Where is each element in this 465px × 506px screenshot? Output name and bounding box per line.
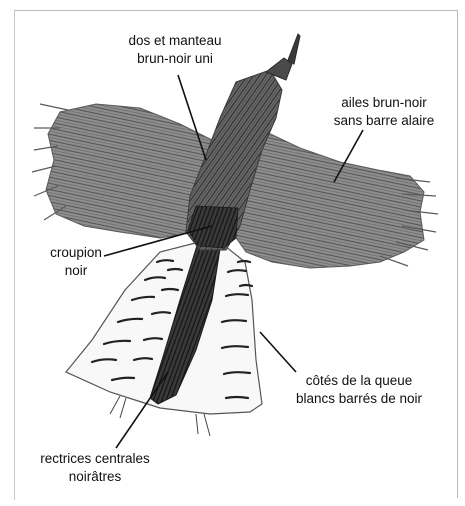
label-back-mantle-line1: dos et manteau [110,32,240,50]
label-central-rectrices-line2: noirâtres [28,468,162,486]
label-rump: croupion noir [38,244,114,280]
rump [188,206,238,248]
label-back-mantle: dos et manteau brun-noir uni [110,32,240,68]
label-back-mantle-line2: brun-noir uni [110,50,240,68]
label-rump-line1: croupion [38,244,114,262]
label-tail-sides-line2: blancs barrés de noir [284,390,434,408]
label-tail-sides: côtés de la queue blancs barrés de noir [284,372,434,408]
label-tail-sides-line1: côtés de la queue [284,372,434,390]
label-rump-line2: noir [38,262,114,280]
bill [288,34,300,64]
label-wings-line1: ailes brun-noir [322,94,446,112]
label-central-rectrices: rectrices centrales noirâtres [28,450,162,486]
label-wings: ailes brun-noir sans barre alaire [322,94,446,130]
leader-line-cotes [260,332,296,372]
label-central-rectrices-line1: rectrices centrales [28,450,162,468]
label-wings-line2: sans barre alaire [322,112,446,130]
